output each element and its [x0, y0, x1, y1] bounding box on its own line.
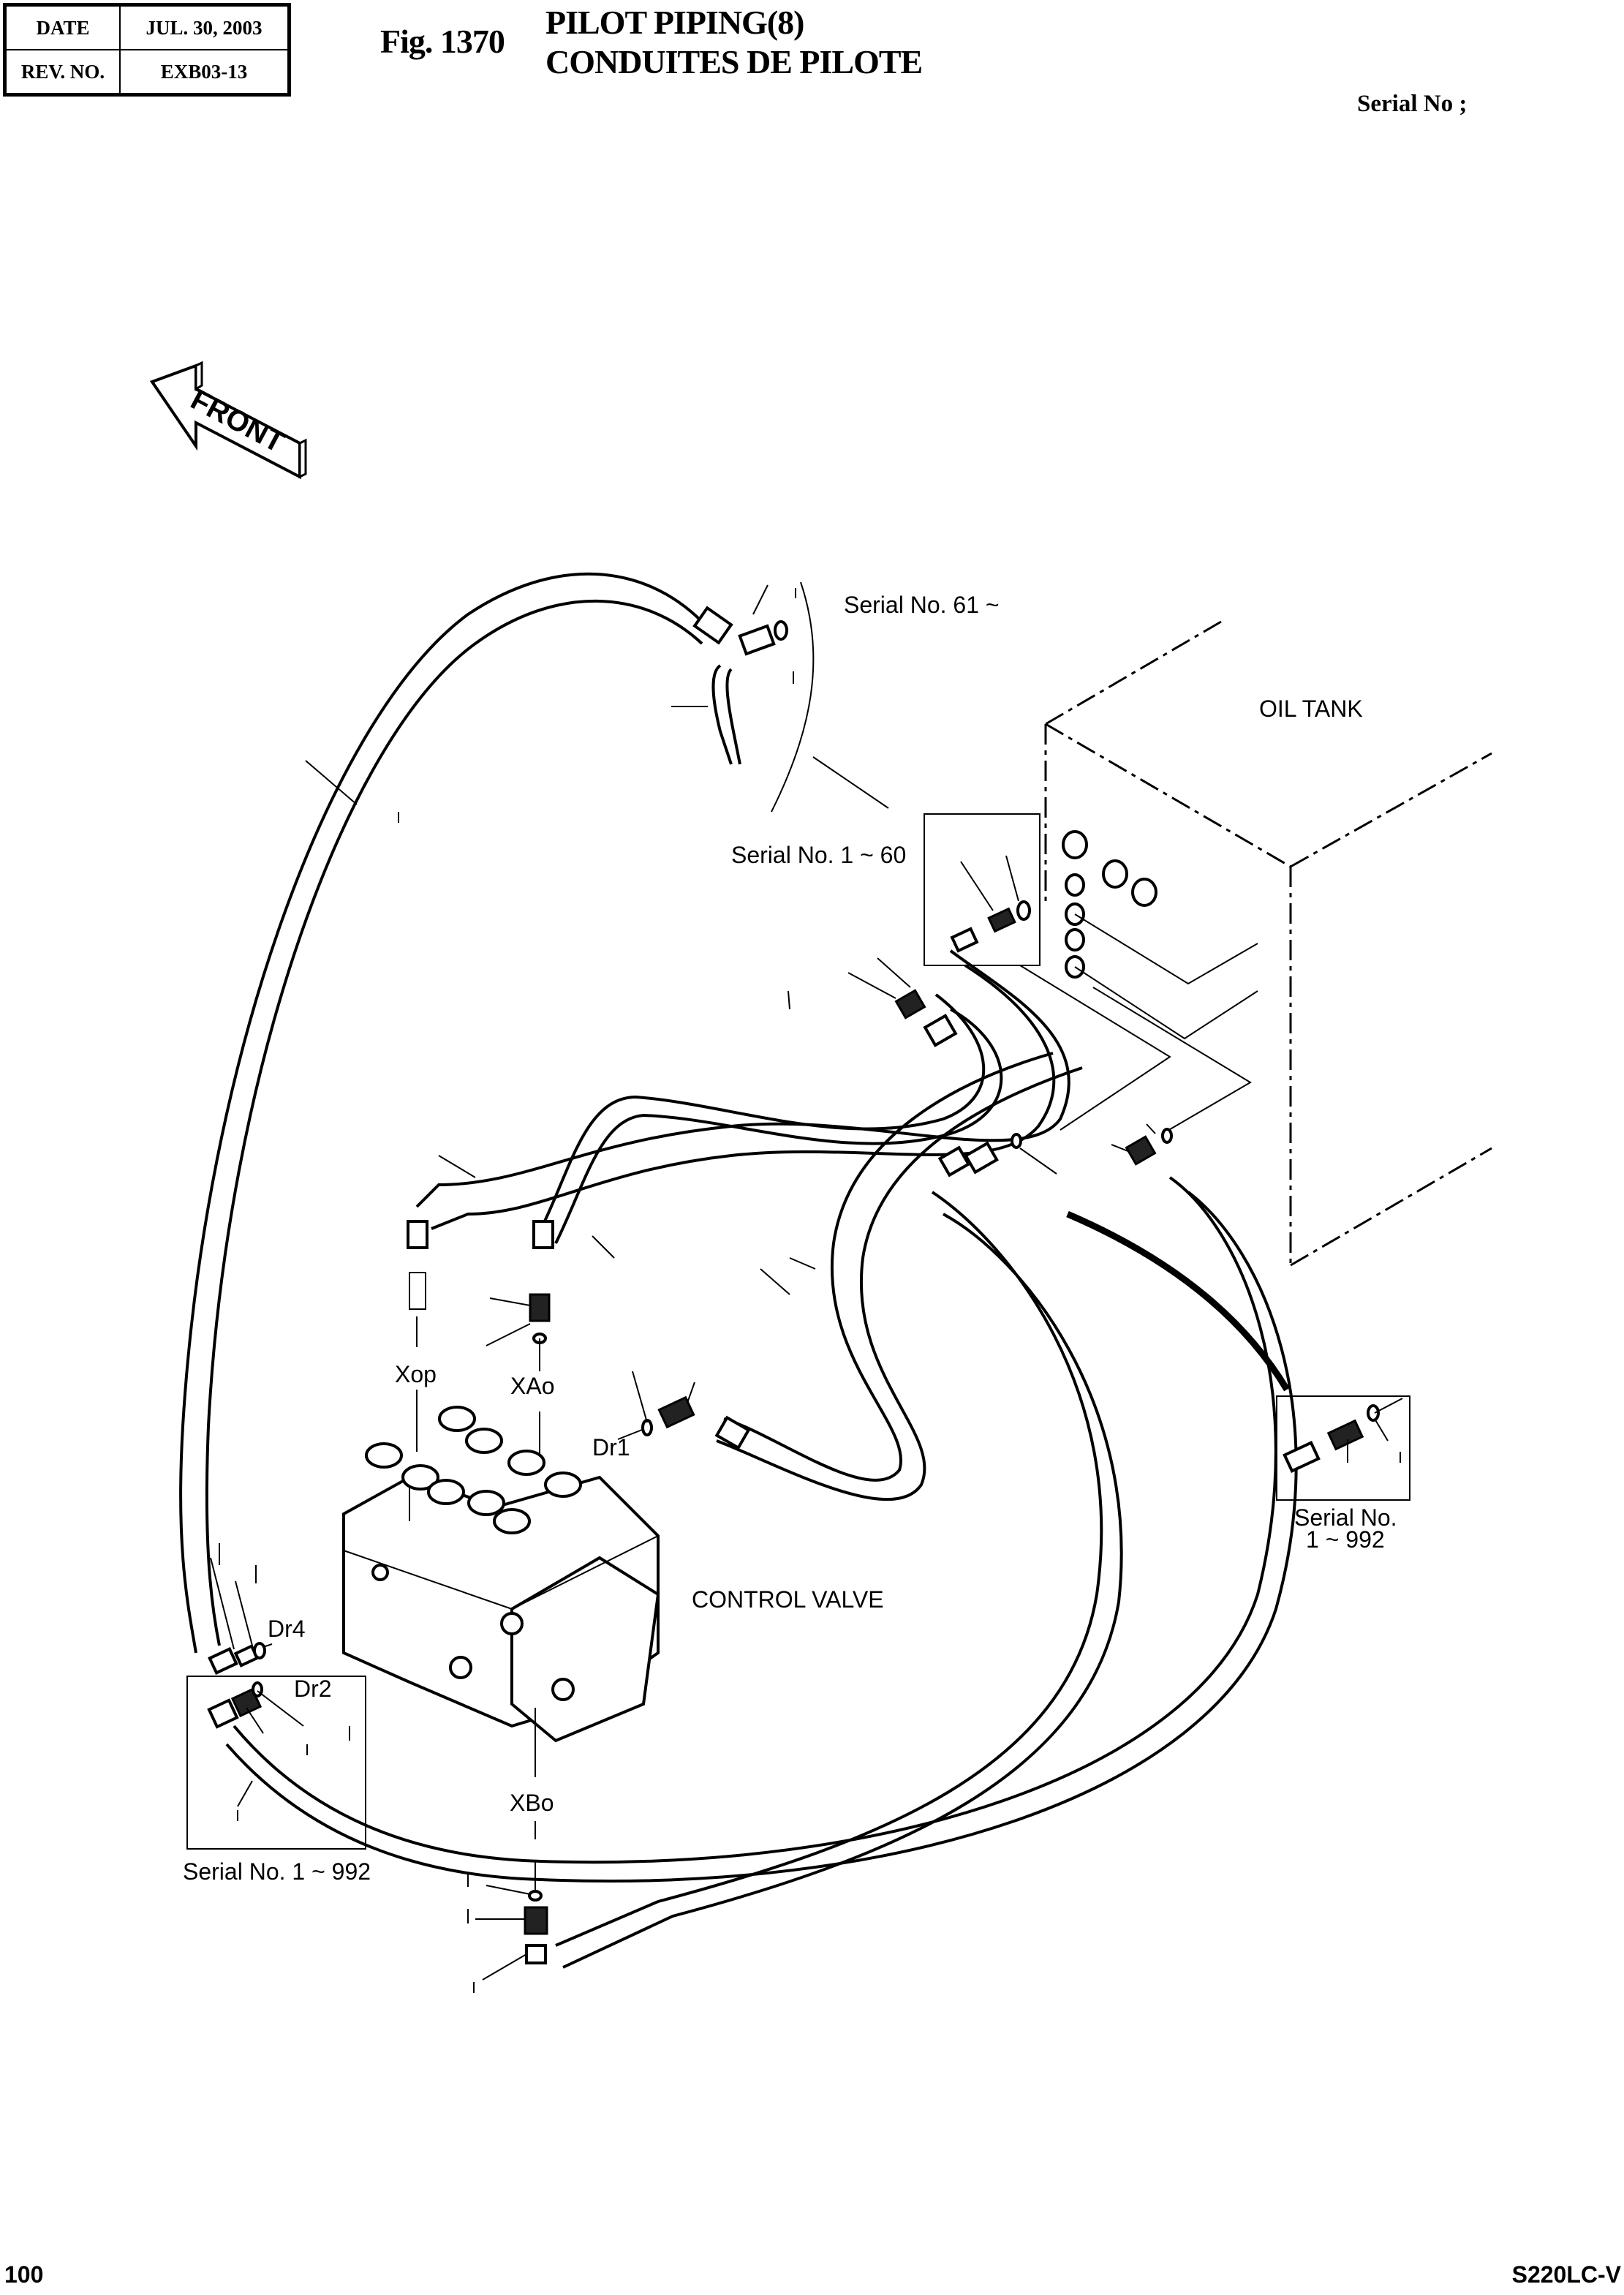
rev-label: REV. NO.: [4, 49, 121, 96]
serial-range-arc: [771, 581, 815, 813]
tank-port-fittings: [1062, 830, 1157, 979]
date-value: JUL. 30, 2003: [119, 4, 290, 50]
inset-serial-1-992-left: [186, 1676, 366, 1850]
revision-table: DATE JUL. 30, 2003 REV. NO. EXB03-13: [3, 3, 291, 97]
inset-serial-1-992-right: [1276, 1395, 1410, 1501]
tee-fitting-top: [671, 584, 796, 765]
serial-1-60-label: Serial No. 1 ~ 60: [731, 842, 906, 868]
title-french: CONDUITES DE PILOTE: [545, 43, 923, 80]
port-dr4-label: Dr4: [268, 1616, 306, 1642]
serial-61-label: Serial No. 61 ~: [844, 592, 1000, 618]
figure-title: PILOT PIPING(8) CONDUITES DE PILOTE: [545, 3, 923, 82]
hose-pair-middle: [415, 949, 1083, 1501]
xbo-fittings: [467, 1708, 548, 1993]
port-dr1-label: Dr1: [592, 1434, 630, 1461]
control-valve-label: CONTROL VALVE: [692, 1586, 884, 1613]
title-english: PILOT PIPING(8): [545, 4, 804, 41]
model-number: S220LC-V: [1511, 2261, 1621, 2288]
serial-1-992-right-label-line1: Serial No.: [1294, 1504, 1397, 1531]
spool-caps: [365, 1406, 582, 1534]
hose-left-long: [179, 572, 733, 1654]
port-xao-label: XAo: [510, 1373, 554, 1399]
front-arrow-icon: FRONT: [149, 361, 307, 480]
date-label: DATE: [4, 4, 121, 50]
rev-value: EXB03-13: [119, 49, 290, 96]
serial-1-992-right-label-line2: 1 ~ 992: [1306, 1526, 1385, 1553]
hose-right-long: [225, 1176, 1298, 1969]
page-number: 100: [4, 2261, 44, 2288]
inset-serial-1-60: [924, 813, 1041, 966]
port-dr2-label: Dr2: [294, 1676, 332, 1702]
serial-1-992-left-label: Serial No. 1 ~ 992: [183, 1858, 371, 1885]
oil-tank: OIL TANK: [1019, 620, 1492, 1267]
dr4-dr2-fittings: [208, 1543, 273, 1675]
control-valve: [342, 1406, 660, 1743]
port-xop-label: Xop: [395, 1361, 437, 1387]
xop-xao-fittings: [407, 1155, 816, 1470]
oil-tank-label: OIL TANK: [1259, 696, 1363, 722]
serial-number-header: Serial No ;: [1357, 91, 1468, 117]
dr1-fitting: [617, 1371, 751, 1450]
port-xbo-label: XBo: [510, 1790, 554, 1816]
serial-range-arrow: [812, 756, 889, 809]
misc-leader-lines: [305, 760, 790, 1295]
fittings-middle: [847, 957, 1173, 1177]
figure-number: Fig. 1370: [380, 23, 505, 60]
